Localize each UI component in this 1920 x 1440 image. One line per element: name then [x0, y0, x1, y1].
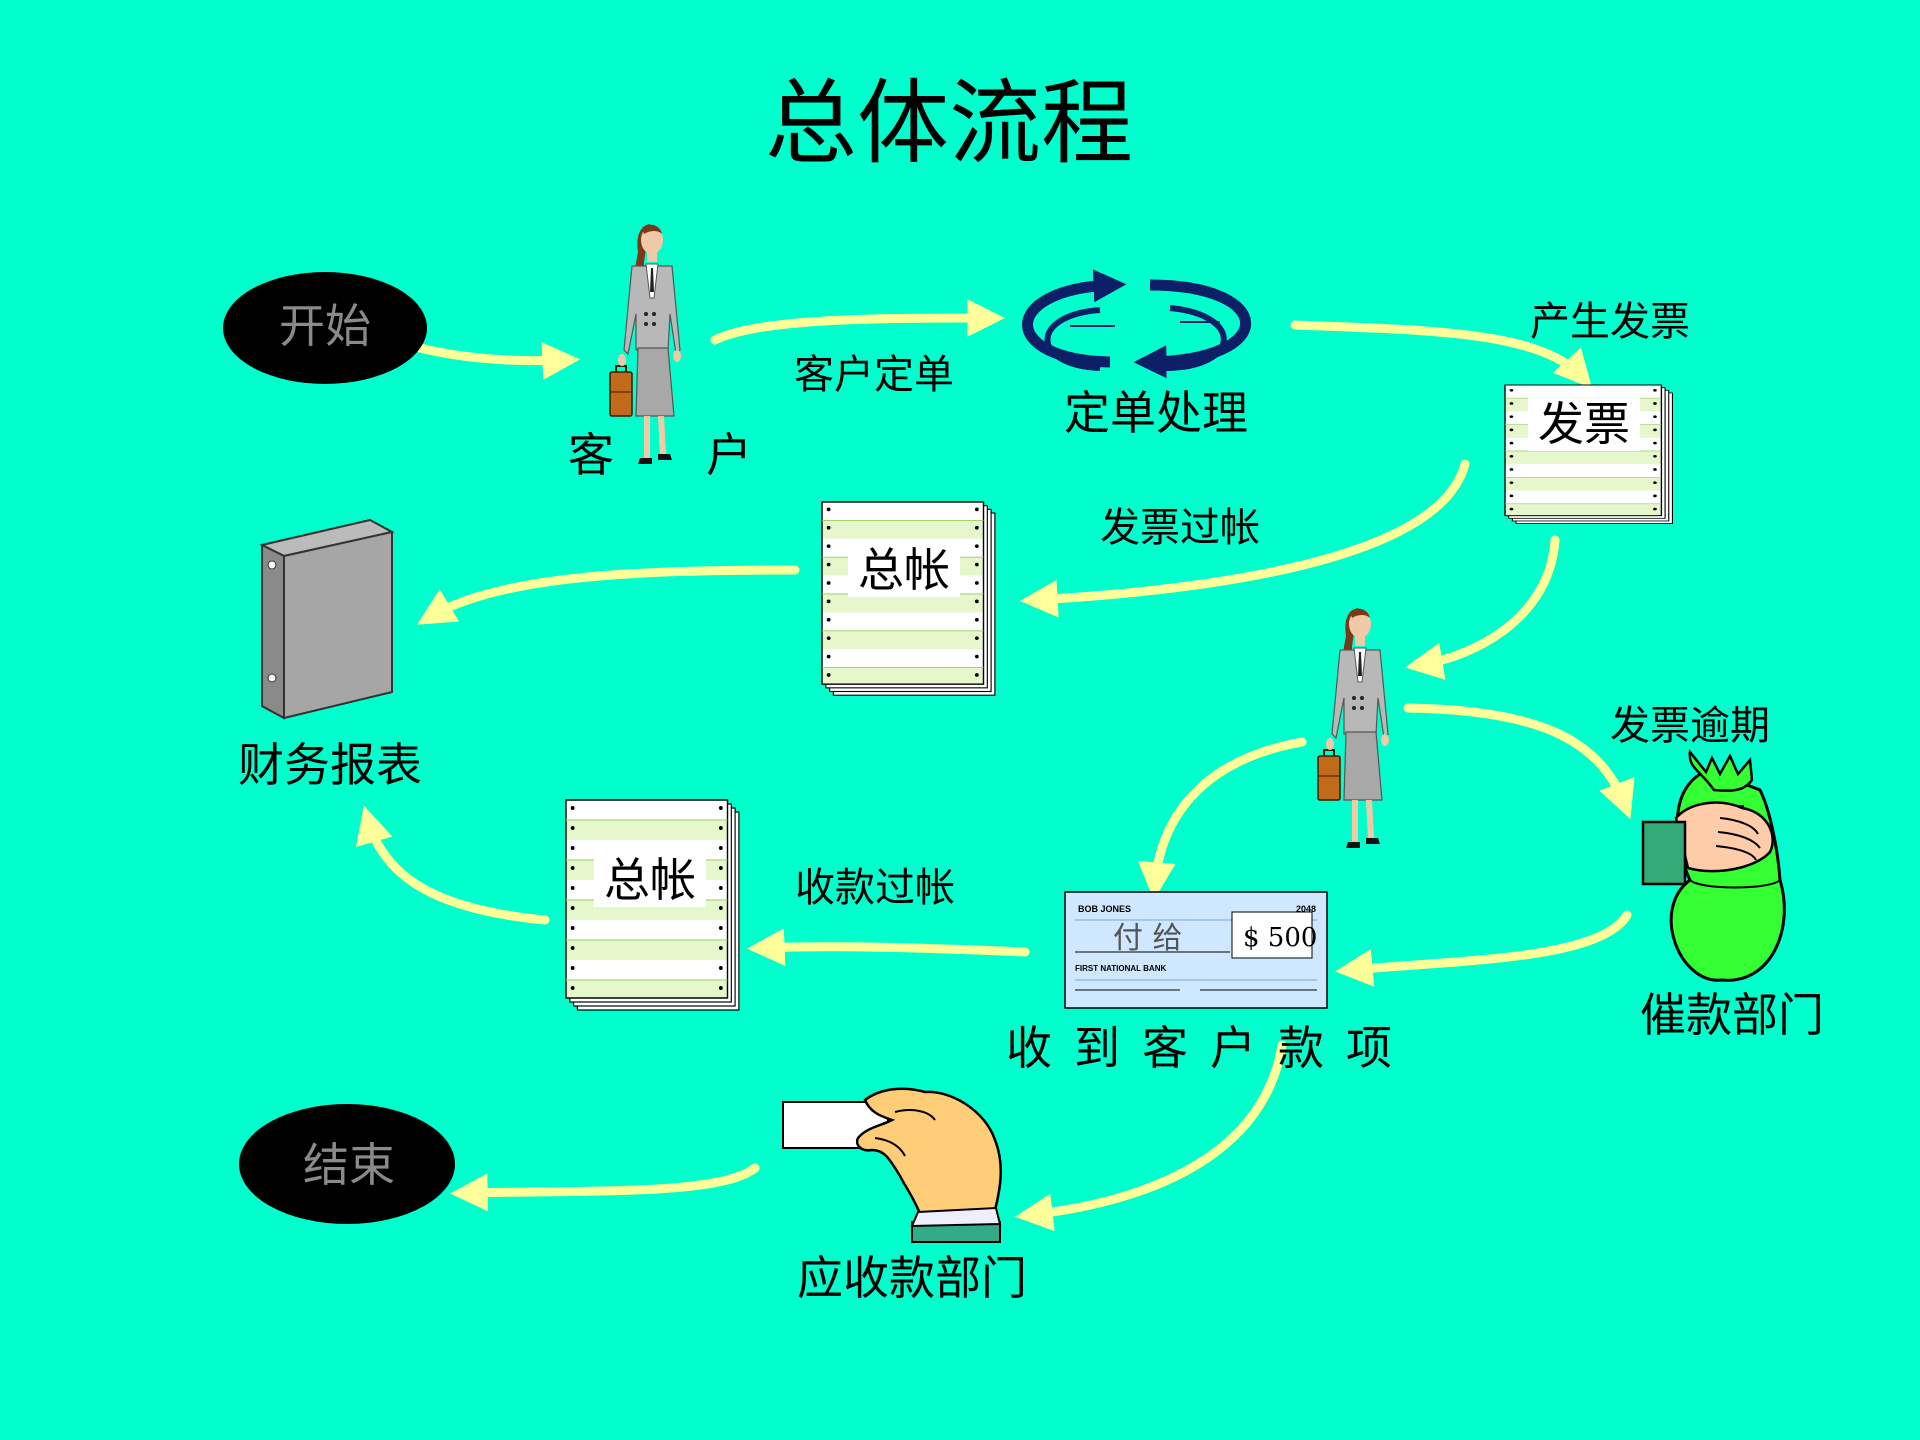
- arrow-check-to-ledger-bottom: [746, 928, 1030, 967]
- order-processing-label: 定单处理: [1064, 386, 1248, 440]
- ledger-bottom-label: 总帐: [594, 854, 706, 907]
- page-title: 总体流程: [765, 70, 1134, 177]
- check-amount: $ 500: [1243, 923, 1317, 953]
- arrow-invoice-to-ledger-top: [1019, 459, 1470, 618]
- end-oval: [239, 1104, 455, 1224]
- arrow-check-to-ar: [1014, 1040, 1287, 1232]
- financial-report-label: 财务报表: [238, 738, 422, 792]
- customer-label: 客 户: [568, 428, 752, 482]
- binder-icon: [259, 518, 395, 720]
- customer-figure-2-icon: [1317, 607, 1390, 849]
- arrow-order-to-invoice: [1290, 320, 1593, 389]
- start-oval: [223, 272, 427, 384]
- check-name: BOB JONES: [1078, 904, 1131, 914]
- check-icon: BOB JONES 2048 付 给 $ 500 FIRST NATIONAL …: [1064, 891, 1328, 1009]
- arrow-collection-to-check: [1334, 910, 1632, 987]
- arrow-invoice-to-customer2: [1405, 535, 1560, 680]
- ledger-top-label: 总帐: [848, 544, 960, 597]
- edge-invoice-overdue-label: 发票逾期: [1610, 703, 1770, 749]
- ledger-top-document-icon: [821, 501, 996, 696]
- edge-receipt-posting-label: 收款过帐: [795, 865, 955, 911]
- arrow-customer-to-order: [710, 299, 1006, 345]
- check-number: 2048: [1296, 904, 1316, 914]
- ar-dept-label: 应收款部门: [797, 1251, 1027, 1305]
- money-bag-icon: [1641, 748, 1786, 982]
- receive-payment-label: 收到客户款项: [1006, 1021, 1414, 1075]
- arrow-ar-to-end: [449, 1163, 760, 1212]
- edge-invoice-posting-label: 发票过帐: [1100, 505, 1260, 551]
- hand-card-icon: [782, 1087, 1003, 1243]
- collection-dept-label: 催款部门: [1640, 988, 1824, 1042]
- check-bank: FIRST NATIONAL BANK: [1075, 964, 1166, 973]
- order-cycle-icon: [1022, 269, 1251, 379]
- arrow-ledger-top-to-report: [417, 565, 800, 625]
- edge-generate-invoice-label: 产生发票: [1530, 299, 1690, 345]
- arrow-customer2-to-check: [1137, 737, 1307, 901]
- end-label: 结束: [303, 1138, 395, 1192]
- arrow-customer2-to-collection: [1403, 703, 1635, 820]
- arrow-ledger-bottom-to-report: [356, 805, 550, 925]
- edge-customer-order-label: 客户定单: [794, 352, 954, 398]
- start-label: 开始: [279, 299, 371, 353]
- check-pay-to: 付 给: [1113, 921, 1183, 956]
- arrow-start-to-customer: [415, 342, 581, 380]
- invoice-label: 发票: [1528, 398, 1640, 451]
